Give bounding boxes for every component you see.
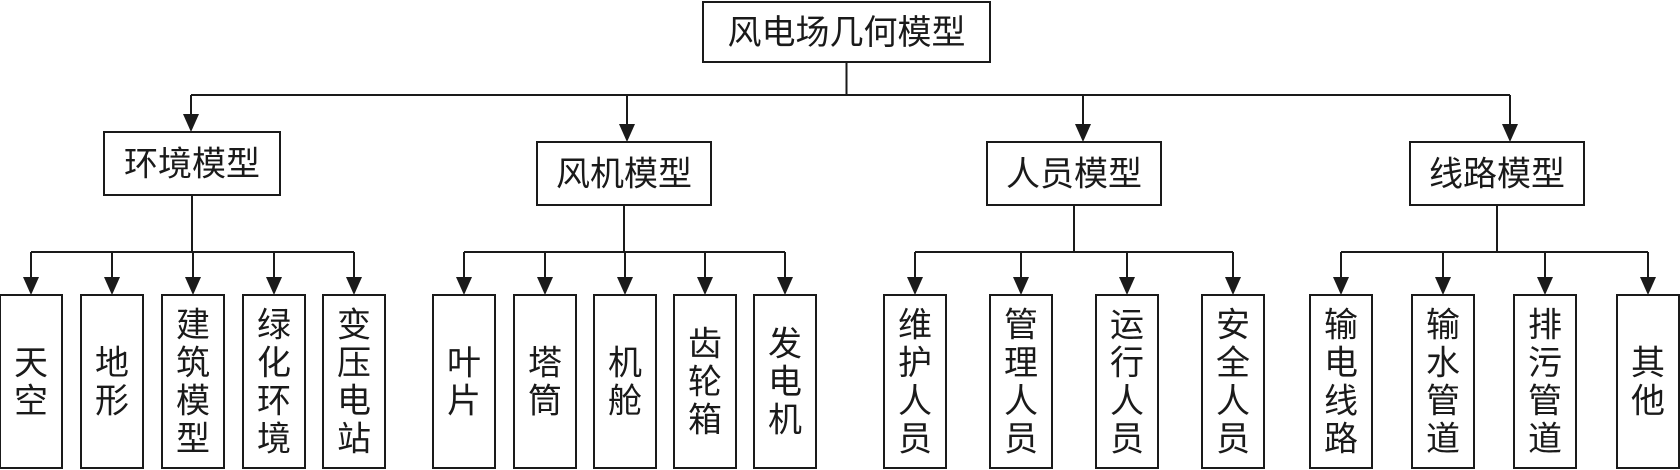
leaf-arrow	[1333, 277, 1349, 295]
leaf-arrow	[1640, 277, 1656, 295]
leaf-node: 叶片	[432, 294, 496, 469]
group-node-1: 风机模型	[536, 141, 712, 206]
leaf-arrow	[185, 277, 201, 295]
leaf-arrow	[907, 277, 923, 295]
leaf-arrow	[456, 277, 472, 295]
leaf-node: 塔筒	[513, 294, 577, 469]
leaf-node-label: 运行人员	[1110, 306, 1144, 460]
leaf-node: 变压电站	[322, 294, 386, 469]
leaf-node-label: 排污管道	[1528, 306, 1562, 460]
leaf-node-label: 塔筒	[528, 344, 562, 422]
leaf-arrow	[1119, 277, 1135, 295]
leaf-arrow	[346, 277, 362, 295]
leaf-arrow	[1435, 277, 1451, 295]
leaf-node-box	[673, 294, 737, 469]
leaf-arrow	[1225, 277, 1241, 295]
leaf-node-label: 地形	[95, 344, 129, 422]
leaf-node-box	[1095, 294, 1159, 469]
leaf-node: 维护人员	[883, 294, 947, 469]
leaf-node-label: 其他	[1631, 344, 1665, 422]
leaf-node-box	[989, 294, 1053, 469]
leaf-arrow	[1013, 277, 1029, 295]
group-node-3: 线路模型	[1409, 141, 1585, 206]
leaf-arrow	[697, 277, 713, 295]
group-node-2: 人员模型	[986, 141, 1162, 206]
leaf-arrow	[617, 277, 633, 295]
leaf-node: 输电线路	[1309, 294, 1373, 469]
leaf-node-label: 变压电站	[337, 306, 371, 460]
group-node-label: 人员模型	[1006, 155, 1142, 195]
leaf-node-box	[593, 294, 657, 469]
leaf-node-box	[1201, 294, 1265, 469]
leaf-node: 地形	[80, 294, 144, 469]
leaf-node-box	[1309, 294, 1373, 469]
leaf-node-label: 管理人员	[1004, 306, 1038, 460]
leaf-arrow	[23, 277, 39, 295]
leaf-node-box	[80, 294, 144, 469]
root-node-label: 风电场几何模型	[728, 13, 966, 53]
leaf-node-label: 机舱	[608, 344, 642, 422]
leaf-node: 排污管道	[1513, 294, 1577, 469]
group-arrow-1	[619, 124, 635, 142]
leaf-node-box	[753, 294, 817, 469]
group-arrow-2	[1075, 124, 1091, 142]
leaf-arrow	[1537, 277, 1553, 295]
leaf-node-label: 维护人员	[898, 306, 932, 460]
leaf-node: 机舱	[593, 294, 657, 469]
leaf-node-box	[1411, 294, 1475, 469]
leaf-node: 齿轮箱	[673, 294, 737, 469]
leaf-node: 安全人员	[1201, 294, 1265, 469]
leaf-node: 天空	[0, 294, 63, 469]
leaf-arrow	[537, 277, 553, 295]
root-node: 风电场几何模型	[702, 1, 991, 63]
leaf-node: 其他	[1616, 294, 1680, 469]
leaf-node-box	[1616, 294, 1680, 469]
leaf-node-box	[161, 294, 225, 469]
group-arrow-0	[183, 114, 199, 132]
group-node-0: 环境模型	[103, 131, 281, 196]
leaf-node: 输水管道	[1411, 294, 1475, 469]
leaf-node-label: 天空	[14, 344, 48, 422]
leaf-node: 建筑模型	[161, 294, 225, 469]
leaf-node-label: 绿化环境	[257, 306, 291, 460]
leaf-arrow	[104, 277, 120, 295]
root-node-box	[702, 1, 991, 63]
group-node-label: 线路模型	[1429, 155, 1565, 195]
leaf-arrow	[777, 277, 793, 295]
leaf-node-box	[1513, 294, 1577, 469]
leaf-node-label: 叶片	[447, 344, 481, 422]
group-node-label: 环境模型	[124, 145, 260, 185]
group-arrow-3	[1502, 124, 1518, 142]
leaf-node-label: 输水管道	[1426, 306, 1460, 460]
leaf-node: 发电机	[753, 294, 817, 469]
leaf-node-box	[513, 294, 577, 469]
leaf-node-box	[322, 294, 386, 469]
leaf-node-label: 发电机	[768, 325, 802, 441]
leaf-node: 运行人员	[1095, 294, 1159, 469]
group-node-box	[986, 141, 1162, 206]
leaf-node: 管理人员	[989, 294, 1053, 469]
leaf-arrow	[266, 277, 282, 295]
leaf-node-label: 齿轮箱	[688, 325, 722, 441]
group-node-box	[1409, 141, 1585, 206]
leaf-node: 绿化环境	[242, 294, 306, 469]
leaf-node-box	[883, 294, 947, 469]
leaf-node-label: 输电线路	[1324, 306, 1358, 460]
leaf-node-box	[0, 294, 63, 469]
group-node-box	[103, 131, 281, 196]
leaf-node-box	[432, 294, 496, 469]
group-node-label: 风机模型	[556, 155, 692, 195]
leaf-node-box	[242, 294, 306, 469]
group-node-box	[536, 141, 712, 206]
leaf-node-label: 安全人员	[1216, 306, 1250, 460]
leaf-node-label: 建筑模型	[176, 306, 210, 460]
